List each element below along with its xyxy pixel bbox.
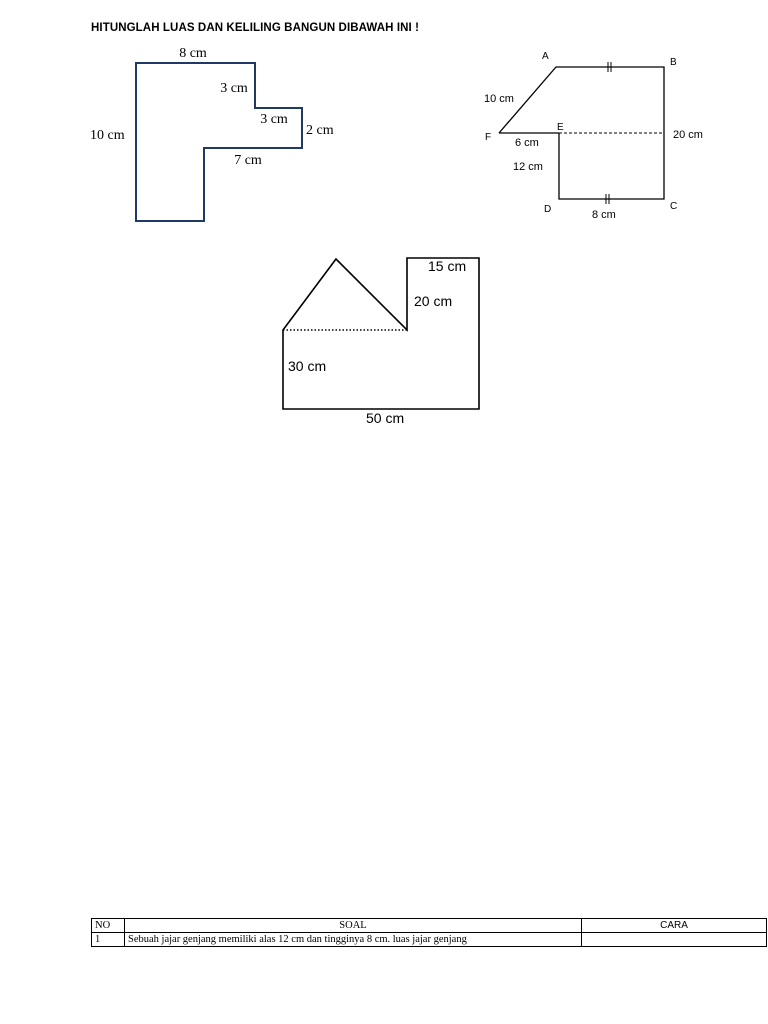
figure-2-label-fe: 6 cm	[515, 137, 539, 149]
figure-3-label-top-width: 15 cm	[428, 258, 466, 274]
figure-2-point-a: A	[542, 51, 549, 62]
figure-3-label-upper-height: 20 cm	[414, 293, 452, 309]
figure-2-point-f: F	[485, 132, 491, 143]
figure-3-outline	[282, 257, 480, 410]
figure-2-trapezoid: A B C D E F 10 cm 6 cm 12 cm 20 cm 8 cm	[484, 51, 703, 221]
figure-1-label-inner-vertical: 3 cm	[220, 81, 248, 96]
figure-1-label-lower-horizontal: 7 cm	[234, 153, 262, 168]
figure-2-point-e: E	[557, 122, 564, 133]
table-row: 1 Sebuah jajar genjang memiliki alas 12 …	[91, 932, 767, 947]
figure-2-label-ed: 12 cm	[513, 161, 543, 173]
row-no: 1	[91, 932, 125, 947]
row-cara[interactable]	[581, 932, 767, 947]
header-no: NO	[91, 918, 125, 933]
figure-2-point-b: B	[670, 57, 677, 68]
figure-2-point-d: D	[544, 204, 551, 215]
figure-3-label-bottom-width: 50 cm	[366, 410, 404, 426]
question-table: NO SOAL CARA 1 Sebuah jajar genjang memi…	[91, 918, 767, 947]
figure-3-label-lower-height: 30 cm	[288, 358, 326, 374]
page-title: HITUNGLAH LUAS DAN KELILING BANGUN DIBAW…	[91, 22, 420, 34]
figure-1-label-inner-horizontal: 3 cm	[260, 112, 288, 127]
header-soal: SOAL	[124, 918, 582, 933]
figure-2-outline	[498, 66, 665, 200]
row-soal: Sebuah jajar genjang memiliki alas 12 cm…	[124, 932, 582, 947]
figure-1-label-right-small: 2 cm	[306, 123, 334, 138]
table-header-row: NO SOAL CARA	[91, 918, 767, 933]
figure-3-composite: 15 cm 20 cm 30 cm 50 cm	[282, 257, 480, 426]
figure-1-label-left: 10 cm	[90, 128, 125, 143]
figure-1-l-shape: 8 cm 3 cm 3 cm 2 cm 10 cm 7 cm	[90, 46, 334, 222]
figure-2-label-bottom: 8 cm	[592, 209, 616, 221]
figure-2-label-slant: 10 cm	[484, 93, 514, 105]
figure-2-point-c: C	[670, 201, 677, 212]
figure-2-tick-marks	[605, 62, 612, 204]
figure-1-outline	[135, 62, 303, 222]
header-cara: CARA	[581, 918, 767, 933]
figure-1-label-top: 8 cm	[179, 46, 207, 61]
figure-2-label-right: 20 cm	[673, 129, 703, 141]
